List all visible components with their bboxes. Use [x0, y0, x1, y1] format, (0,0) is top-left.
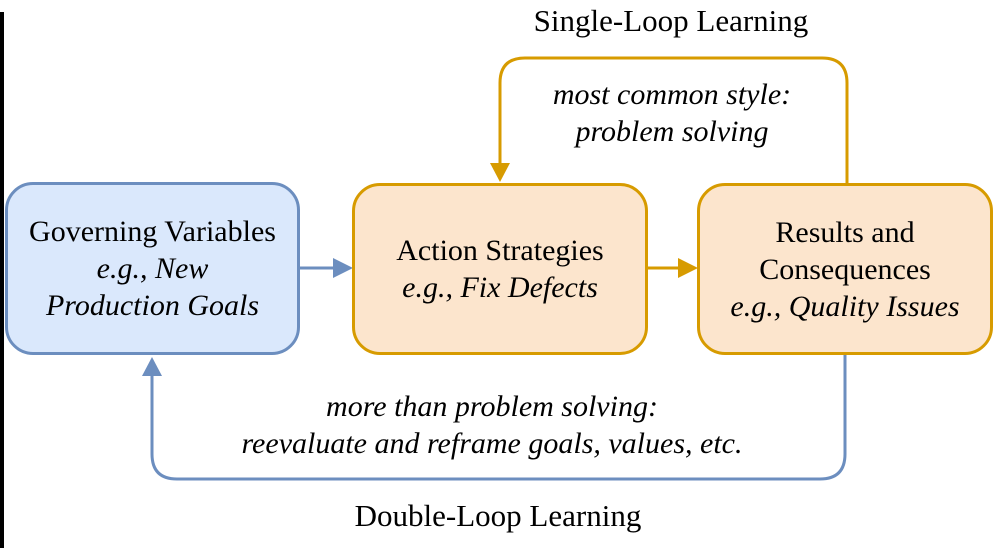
- arrow-governing-to-action-head: [333, 258, 353, 278]
- single-loop-arrowhead: [490, 163, 510, 182]
- node-action-strategies: Action Strategies e.g., Fix Defects: [352, 183, 648, 355]
- node-results-consequences-title-line2: Consequences: [759, 252, 931, 286]
- node-action-strategies-title: Action Strategies: [396, 234, 604, 267]
- double-loop-note-line2: reevaluate and reframe goals, values, et…: [241, 427, 743, 460]
- double-loop-note-line1: more than problem solving:: [326, 390, 658, 423]
- node-governing-variables: Governing Variables e.g., New Production…: [5, 182, 300, 355]
- node-governing-variables-title: Governing Variables: [29, 215, 276, 248]
- double-loop-connector: [150, 354, 847, 481]
- arrow-action-to-results-head: [678, 258, 698, 278]
- node-results-consequences-title-line1: Results and: [775, 215, 915, 249]
- double-loop-note: more than problem solving: reevaluate an…: [202, 388, 782, 462]
- node-results-consequences: Results and Consequences e.g., Quality I…: [697, 183, 993, 355]
- double-loop-title: Double-Loop Learning: [354, 498, 642, 533]
- single-loop-note-line2: problem solving: [575, 115, 769, 148]
- double-loop-arrowhead: [142, 357, 162, 376]
- single-loop-title: Single-Loop Learning: [533, 3, 809, 38]
- node-results-consequences-example: e.g., Quality Issues: [730, 289, 960, 323]
- single-loop-connector: [498, 56, 849, 184]
- screenshot-edge-artifact: [0, 12, 4, 548]
- single-loop-note: most common style: problem solving: [452, 76, 892, 150]
- node-action-strategies-example: e.g., Fix Defects: [402, 271, 598, 304]
- single-loop-note-line1: most common style:: [552, 78, 792, 111]
- node-governing-variables-example-line1: e.g., New: [96, 252, 209, 285]
- node-governing-variables-example-line2: Production Goals: [45, 289, 260, 322]
